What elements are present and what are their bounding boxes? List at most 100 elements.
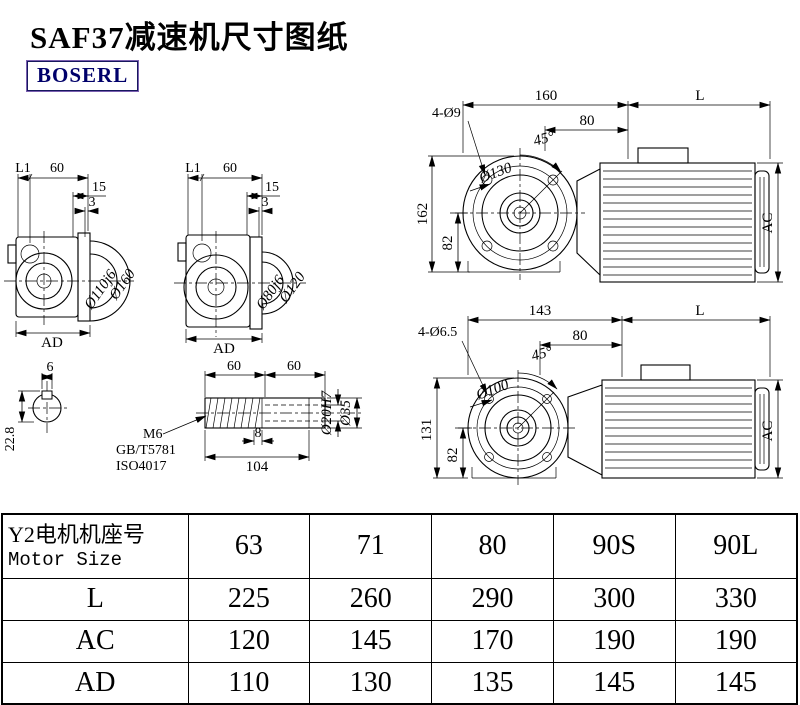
dim-143: 143 xyxy=(467,303,623,377)
dim-160-label: 160 xyxy=(535,88,558,104)
dim-3-v2-label: 3 xyxy=(262,195,269,210)
cell-AD-90s: 145 xyxy=(552,661,676,705)
bolt-circle-mid-label: Ø100 xyxy=(473,377,511,404)
row-label-L: L xyxy=(1,577,189,621)
cell-AC-90l: 190 xyxy=(674,619,798,663)
dim-3-v2: 3 xyxy=(248,195,273,237)
flange-plate-v1 xyxy=(77,232,91,322)
housing-base-2 xyxy=(471,467,557,479)
boserl-logo-text: BOSERL xyxy=(37,63,129,87)
dim-162: 162 xyxy=(415,155,514,273)
thread-hatch xyxy=(205,397,261,429)
cell-AD-80: 135 xyxy=(431,661,554,705)
dim-AC-top-label: AC xyxy=(760,213,776,234)
thread-callout: M6 GB/T5781 ISO4017 xyxy=(116,415,207,474)
technical-drawing: 160 L 80 4-Ø9 45° Ø130 162 xyxy=(3,88,783,485)
cell-L-71: 260 xyxy=(309,577,433,621)
dim-60a-label: 60 xyxy=(227,359,241,374)
dim-80-mid-label: 80 xyxy=(573,328,588,344)
table-row-AC: AC 120 145 170 190 190 xyxy=(1,619,798,663)
row-label-AD: AD xyxy=(1,661,189,705)
col-header-63: 63 xyxy=(187,513,311,579)
dim-3-v1: 3 xyxy=(74,195,99,237)
dim-8: 8 xyxy=(242,426,274,445)
dim-162-label: 162 xyxy=(415,203,431,226)
motor-size-header: Y2电机机座号 Motor Size xyxy=(1,513,189,579)
dim-L-top: L xyxy=(627,88,771,159)
thread-label: M6 xyxy=(143,427,162,442)
header-en: Motor Size xyxy=(8,548,123,571)
input-shaft-v2 xyxy=(177,242,187,262)
cell-L-80: 290 xyxy=(431,577,554,621)
shaft-detail-view: 60 60 M6 GB/T5781 ISO4017 8 104 xyxy=(116,359,364,475)
dim-60-v1-label: 60 xyxy=(50,161,64,176)
gear-housing xyxy=(576,168,601,277)
dim-L-mid: L xyxy=(621,303,771,377)
bolt-circle-callout-mid: Ø100 xyxy=(469,377,511,408)
dim-80-top-label: 80 xyxy=(580,113,595,129)
dim-6: 6 xyxy=(41,360,54,389)
motor-body-2 xyxy=(601,364,770,479)
dim-15-v2: 15 xyxy=(246,180,280,235)
side-view-large-flange: L1 60 15 3 Ø110j6 Ø160 xyxy=(4,161,139,351)
top-assembly-view: 160 L 80 4-Ø9 45° Ø130 162 xyxy=(415,88,783,283)
dim-131-label: 131 xyxy=(419,419,435,442)
shaft-body xyxy=(204,397,326,429)
dim-80-top: 80 xyxy=(544,113,629,151)
dim-104-label: 104 xyxy=(246,459,269,475)
mid-assembly-view: 143 L 80 4-Ø6.5 45° Ø100 131 xyxy=(418,303,783,485)
dim-L-top-label: L xyxy=(695,88,704,104)
cell-AC-63: 120 xyxy=(187,619,311,663)
dim-143-label: 143 xyxy=(529,303,552,319)
dim-15-v1: 15 xyxy=(72,180,106,237)
gearbox-body-v2 xyxy=(185,234,251,328)
col-header-90s: 90S xyxy=(552,513,676,579)
dimension-table: Y2电机机座号 Motor Size 63 71 80 90S 90L L 22… xyxy=(1,513,798,705)
dim-bore: Ø20H7 xyxy=(319,389,344,437)
col-header-71: 71 xyxy=(309,513,433,579)
dim-L1-60-v1: L1 60 xyxy=(15,161,89,243)
cell-AD-90l: 145 xyxy=(674,661,798,705)
dim-AC-mid-label: AC xyxy=(760,421,776,442)
dim-60-60: 60 60 xyxy=(204,359,326,397)
dim-60-v2-label: 60 xyxy=(223,161,237,176)
cell-AC-90s: 190 xyxy=(552,619,676,663)
dim-6-label: 6 xyxy=(47,360,54,375)
dim-82-mid: 82 xyxy=(445,427,472,479)
keyway xyxy=(41,390,53,400)
terminal-box-2 xyxy=(640,364,691,381)
bolt-holes xyxy=(481,174,559,252)
cell-AC-80: 170 xyxy=(431,619,554,663)
table-header-row: Y2电机机座号 Motor Size 63 71 80 90S 90L xyxy=(1,513,798,579)
dim-60b-label: 60 xyxy=(287,359,301,374)
dim-AC-mid: AC xyxy=(757,379,783,479)
header-cn: Y2电机机座号 xyxy=(8,522,145,548)
dim-104: 104 xyxy=(204,430,310,475)
col-header-90l: 90L xyxy=(674,513,798,579)
dim-15-v2-label: 15 xyxy=(265,180,279,195)
dim-82-top-label: 82 xyxy=(440,236,456,251)
dia-od-label: Ø35 xyxy=(338,400,354,427)
dia-bore-label: Ø20H7 xyxy=(319,389,335,436)
cell-L-90l: 330 xyxy=(674,577,798,621)
input-shaft-v1 xyxy=(7,244,17,264)
bolt-holes-2 xyxy=(484,394,552,462)
dim-15-v1-label: 15 xyxy=(92,180,106,195)
dim-L1-v2-label: L1 xyxy=(185,161,201,176)
fan-cover-2 xyxy=(754,387,770,471)
table-row-AD: AD 110 130 135 145 145 xyxy=(1,661,798,705)
side-view-small-flange: L1 60 15 3 Ø80j6 Ø120 xyxy=(174,161,309,357)
dim-L1-60-v2: L1 60 xyxy=(185,161,263,241)
page-title: SAF37减速机尺寸图纸 xyxy=(30,20,349,55)
dim-L1-v1-label: L1 xyxy=(15,161,31,176)
dim-8-label: 8 xyxy=(255,426,262,441)
dim-160: 160 xyxy=(462,88,629,159)
dim-AD-v1: AD xyxy=(15,321,91,351)
gearbox-body-v1 xyxy=(15,236,79,318)
dim-22-8: 22.8 xyxy=(3,390,40,451)
dim-L-mid-label: L xyxy=(695,303,704,319)
shaft-key-section: 6 22.8 xyxy=(3,360,68,451)
dim-od: Ø35 xyxy=(327,397,362,429)
terminal-box xyxy=(637,147,689,164)
cell-L-63: 225 xyxy=(187,577,311,621)
